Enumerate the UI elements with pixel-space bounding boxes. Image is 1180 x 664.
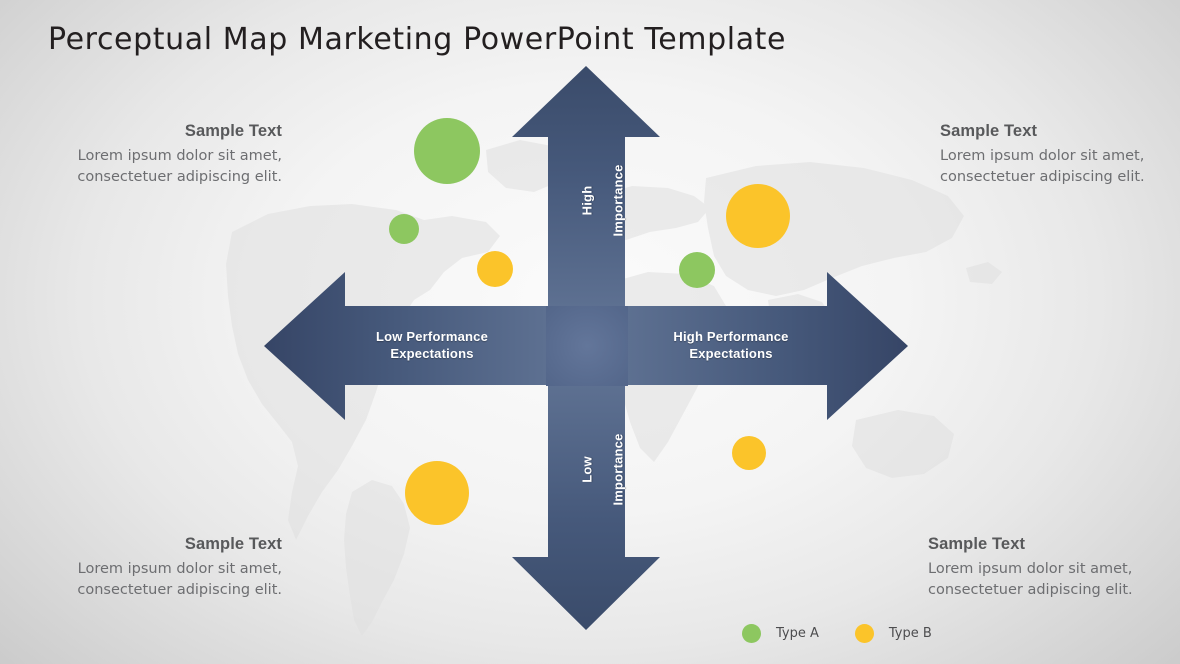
axis-label-high-performance: High Performance Expectations [673,329,789,362]
legend-label: Type A [776,626,819,641]
bubble-green-medium-tr [679,252,715,288]
bubble-yellow-small-tl [477,251,513,287]
bubble-green-large [414,118,480,184]
quadrant-text-bottom-right: Sample Text Lorem ipsum dolor sit amet, … [928,535,1158,600]
quadrant-heading-bottom-left: Sample Text [184,535,282,553]
legend-swatch-icon [854,624,874,643]
bubble-yellow-large-bl [405,461,469,525]
quadrant-heading-top-left: Sample Text [184,122,282,140]
legend-label: Type B [888,626,932,641]
quadrant-text-bottom-left: Sample Text Lorem ipsum dolor sit amet, … [52,535,282,600]
axis-label-low-performance: Low Performance Expectations [375,329,489,362]
quadrant-heading-bottom-right: Sample Text [928,535,1026,553]
legend-swatch-icon [742,624,761,643]
quadrant-body-bottom-right: Lorem ipsum dolor sit amet, consectetuer… [928,561,1133,598]
axis-label-low-importance-line1: Low [579,456,595,483]
page-title: Perceptual Map Marketing PowerPoint Temp… [48,22,787,57]
axis-label-low-importance-line2: Importance [610,433,626,506]
quadrant-body-top-left: Lorem ipsum dolor sit amet, consectetuer… [77,148,282,185]
legend-item[interactable]: Type A [742,624,819,643]
quadrant-heading-top-right: Sample Text [940,122,1038,140]
chart-legend: Type A Type B [742,624,968,643]
bubble-yellow-large-tr [726,184,790,248]
legend-item[interactable]: Type B [854,624,932,643]
quadrant-text-top-right: Sample Text Lorem ipsum dolor sit amet, … [940,122,1170,187]
bubble-green-small [389,214,419,244]
axis-label-high-importance-line1: High [579,185,595,216]
quadrant-body-top-right: Lorem ipsum dolor sit amet, consectetuer… [940,148,1145,185]
quadrant-text-top-left: Sample Text Lorem ipsum dolor sit amet, … [52,122,282,187]
quadrant-body-bottom-left: Lorem ipsum dolor sit amet, consectetuer… [77,561,282,598]
axis-label-high-importance-line2: Importance [610,164,626,237]
bubble-yellow-small-br [732,436,766,470]
